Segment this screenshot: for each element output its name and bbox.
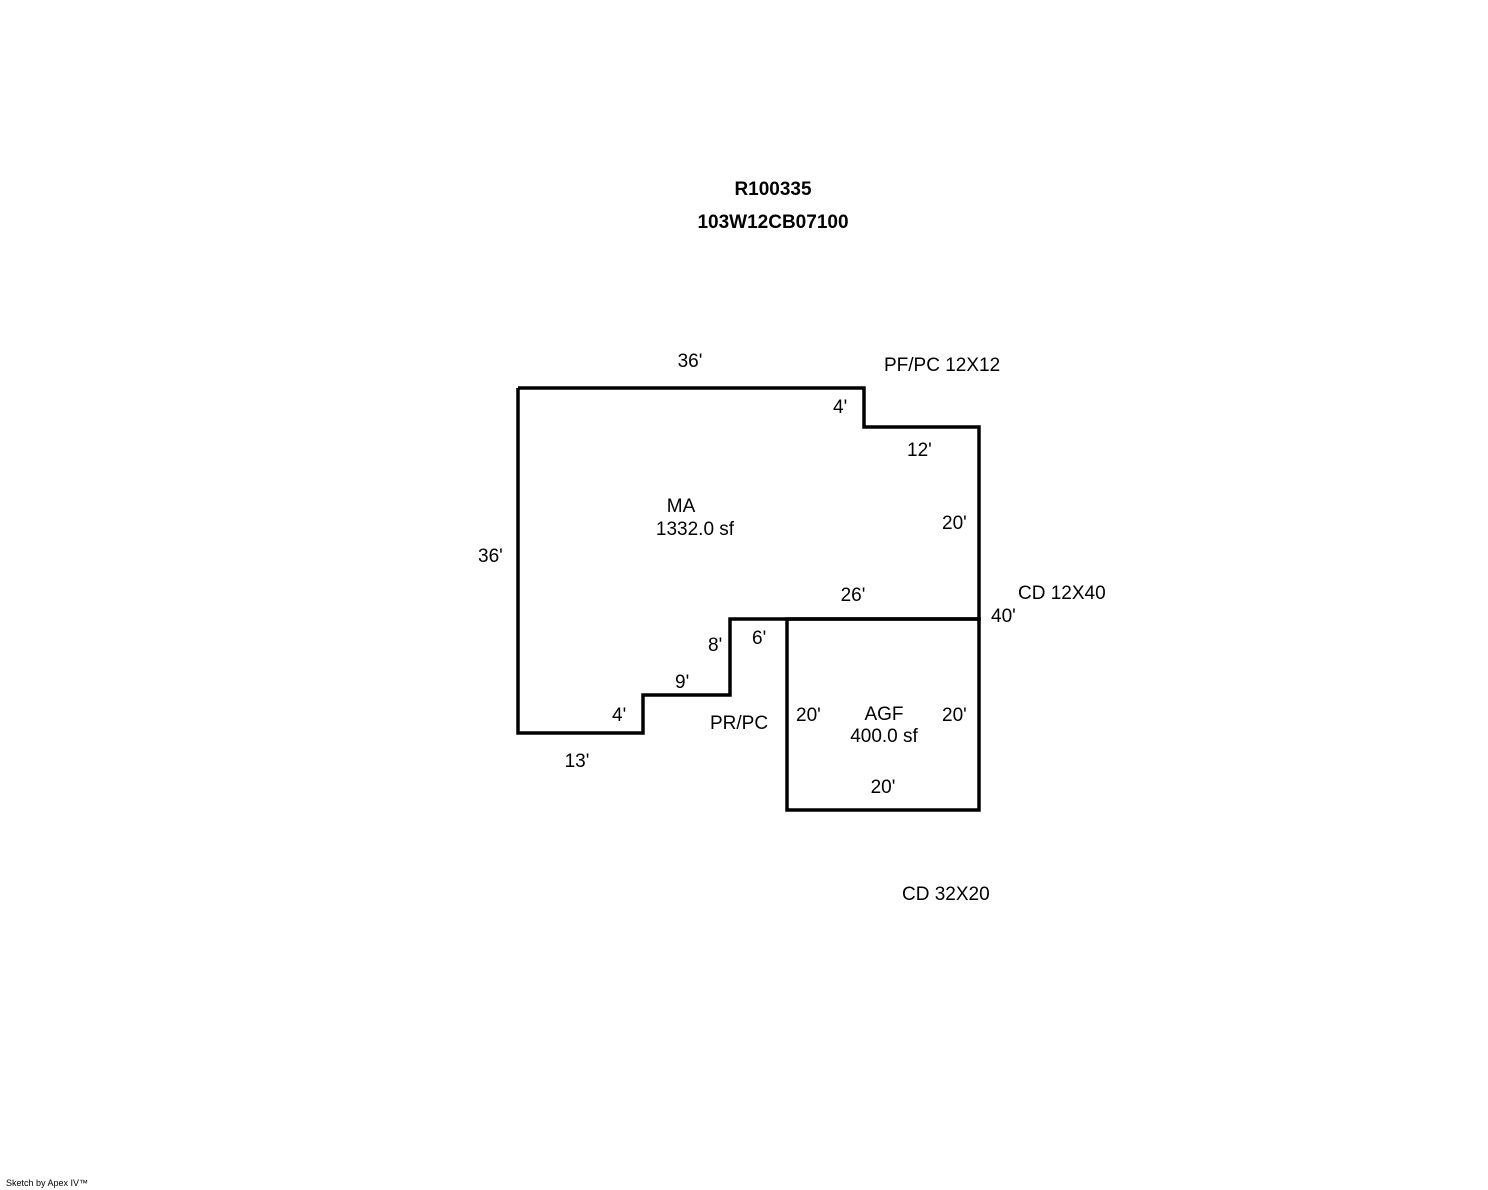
- note-rear-deck: CD 32X20: [902, 884, 990, 905]
- dimension-garage-bottom: 20': [870, 777, 896, 798]
- note-front-porch: PF/PC 12X12: [884, 355, 1001, 376]
- dimension-right-upper: 20': [942, 513, 967, 534]
- account-number: R100335: [734, 179, 812, 200]
- dimension-interior-top: 26': [840, 585, 866, 606]
- note-rear-porch: PR/PC: [710, 713, 769, 734]
- dimension-garage-left: 20': [796, 705, 821, 726]
- main-area-outline: [516, 386, 981, 735]
- dimension-top: 36': [677, 351, 703, 372]
- note-side-deck: CD 12X40: [1018, 583, 1106, 604]
- dimension-garage-right: 20': [942, 705, 967, 726]
- garage-area-size: 400.0 sf: [850, 726, 918, 747]
- dimension-step-c: 4': [612, 705, 627, 726]
- garage-area-code: AGF: [864, 704, 904, 725]
- dimension-step-a: 4': [833, 397, 848, 418]
- dimension-interior-short: 6': [752, 628, 767, 649]
- dimension-right-lower: 40': [991, 606, 1016, 627]
- dimension-bottom: 13': [564, 751, 590, 772]
- dimension-notch-vertical: 8': [708, 635, 723, 656]
- sketch-credit: Sketch by Apex IV™: [6, 1178, 89, 1188]
- main-area-code: MA: [666, 496, 696, 517]
- dimension-left: 36': [478, 546, 503, 567]
- dimension-step-b: 12': [907, 440, 932, 461]
- garage-outline: [785, 617, 981, 812]
- map-tax-lot: 103W12CB07100: [697, 212, 849, 233]
- main-area-size: 1332.0 sf: [655, 519, 735, 540]
- dimension-notch-horizontal: 9': [675, 672, 690, 693]
